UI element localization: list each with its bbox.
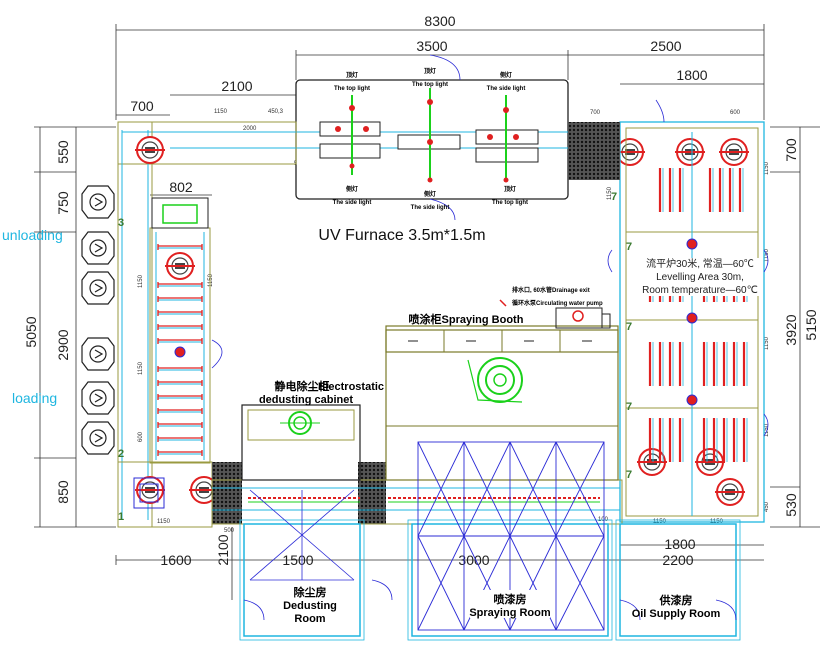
station-number: 7 [626,469,632,481]
dim-1800-bottom: 1800 [664,536,695,552]
loading-column [117,121,223,528]
station-number: 7 [626,321,632,333]
light-label: The top light [412,82,448,88]
dim-r700: 700 [783,138,799,162]
sdim: 1150 [764,336,770,350]
dim-right-width: 2500 [650,38,681,54]
dimension-lines [34,24,820,600]
dim-850: 850 [55,480,71,504]
filter-mesh [212,122,620,524]
loading-label: loading [12,390,57,406]
sdim: 700 [590,110,601,116]
bottom-rooms [239,441,741,641]
levelling-label-1: 流平炉30米, 常温—60℃ [646,257,754,270]
levelling-label: 流平炉30米, 常温—60℃ Levelling Area 30m, Room … [640,257,760,296]
dim-uv-width: 3500 [416,38,447,54]
pump-label: 循环水泵Circulating water pump [512,299,603,307]
electrostatic-label-en2: dedusting cabinet [259,394,353,406]
bottom-conveyor [211,479,623,525]
light-label: The top light [492,200,528,206]
drainage-label: 排水口, 60水管Drainage exit [512,286,590,294]
label-bg [470,590,550,618]
oil-supply-room-label-cn: 供漆房 [659,593,693,607]
loading-rungs [157,243,203,457]
sdim: 2000 [243,126,257,132]
electrostatic-cabinet [241,404,361,481]
levelling-label-2: Levelling Area 30m, [656,272,744,283]
light-label: 侧灯 [346,185,358,193]
dedusting-room-label-2: Room [294,613,325,625]
dedusting-room-label-1: Dedusting [283,600,337,612]
dim-1500: 1500 [282,552,313,568]
dim-750: 750 [55,191,71,215]
uv-furnace-label: UV Furnace 3.5m*1.5m [318,227,485,244]
dimension-labels: 8300 3500 2500 1800 2100 700 802 550 750… [23,13,819,568]
station-number: 3 [118,217,124,229]
sdim: 450 [764,501,770,512]
dim-2100-bottom: 2100 [215,534,231,565]
sdim: 1150 [607,186,613,200]
light-label: 侧灯 [424,190,436,198]
levelling-area [607,99,769,523]
dim-5150: 5150 [803,309,819,340]
sdim: 1150 [764,161,770,175]
dim-total-width: 8300 [424,13,455,29]
dim-3920: 3920 [783,314,799,345]
sdim: 500 [224,528,235,534]
unloading-label: unloading [2,227,63,243]
light-label: 顶灯 [424,67,436,75]
electrostatic-label-en1: Electrostatic [318,381,384,393]
dim-530: 530 [783,493,799,517]
dim-2200: 2200 [662,552,693,568]
uv-furnace: 顶灯 The top light 顶灯 The top light 侧灯 The… [295,54,569,221]
loading-cart [133,477,165,509]
hanger-icon [81,185,115,455]
sdim: 1150 [157,519,171,525]
sdim: 450,3 [268,109,284,115]
dedusting-room-label-cn: 除尘房 [294,585,327,599]
dim-1800-top: 1800 [676,67,707,83]
dim-3000: 3000 [458,552,489,568]
label-bg [285,583,335,627]
station-number: 7 [626,401,632,413]
levelling-bars [648,166,749,464]
light-label: 顶灯 [504,185,516,193]
sdim: 1150 [214,109,228,115]
station-number: 1 [118,511,124,523]
levelling-label-3: Room temperature—60℃ [642,285,758,296]
spraying-booth-label: 喷涂柜Spraying Booth [409,312,524,326]
dim-2900: 2900 [55,329,71,360]
sdim: 600 [138,431,144,442]
spraying-booth [385,299,619,481]
light-label: The side light [333,200,372,206]
dim-1600: 1600 [160,552,191,568]
sdim: 600 [730,110,741,116]
light-label: 侧灯 [500,71,512,79]
light-label: The side light [411,205,450,211]
dim-5050: 5050 [23,316,39,347]
dim-2100-top: 2100 [221,78,252,94]
station-number: 7 [626,241,632,253]
light-label: The side light [487,86,526,92]
sdim: 1150 [138,361,144,375]
light-label: 顶灯 [346,71,358,79]
spraying-room-label-en: Spraying Room [469,607,551,619]
sdim: 1150 [208,273,214,287]
light-label: The top light [334,86,370,92]
station-number: 2 [118,448,124,460]
dim-700: 700 [130,98,154,114]
dim-550: 550 [55,140,71,164]
spraying-room-label-cn: 喷漆房 [494,592,527,606]
oil-supply-room-label-en: Oil Supply Room [632,608,721,620]
electrostatic-label: 静电除尘柜 [275,379,330,393]
station-number: 7 [611,191,617,203]
dim-802: 802 [169,179,193,195]
sdim: 1150 [138,274,144,288]
